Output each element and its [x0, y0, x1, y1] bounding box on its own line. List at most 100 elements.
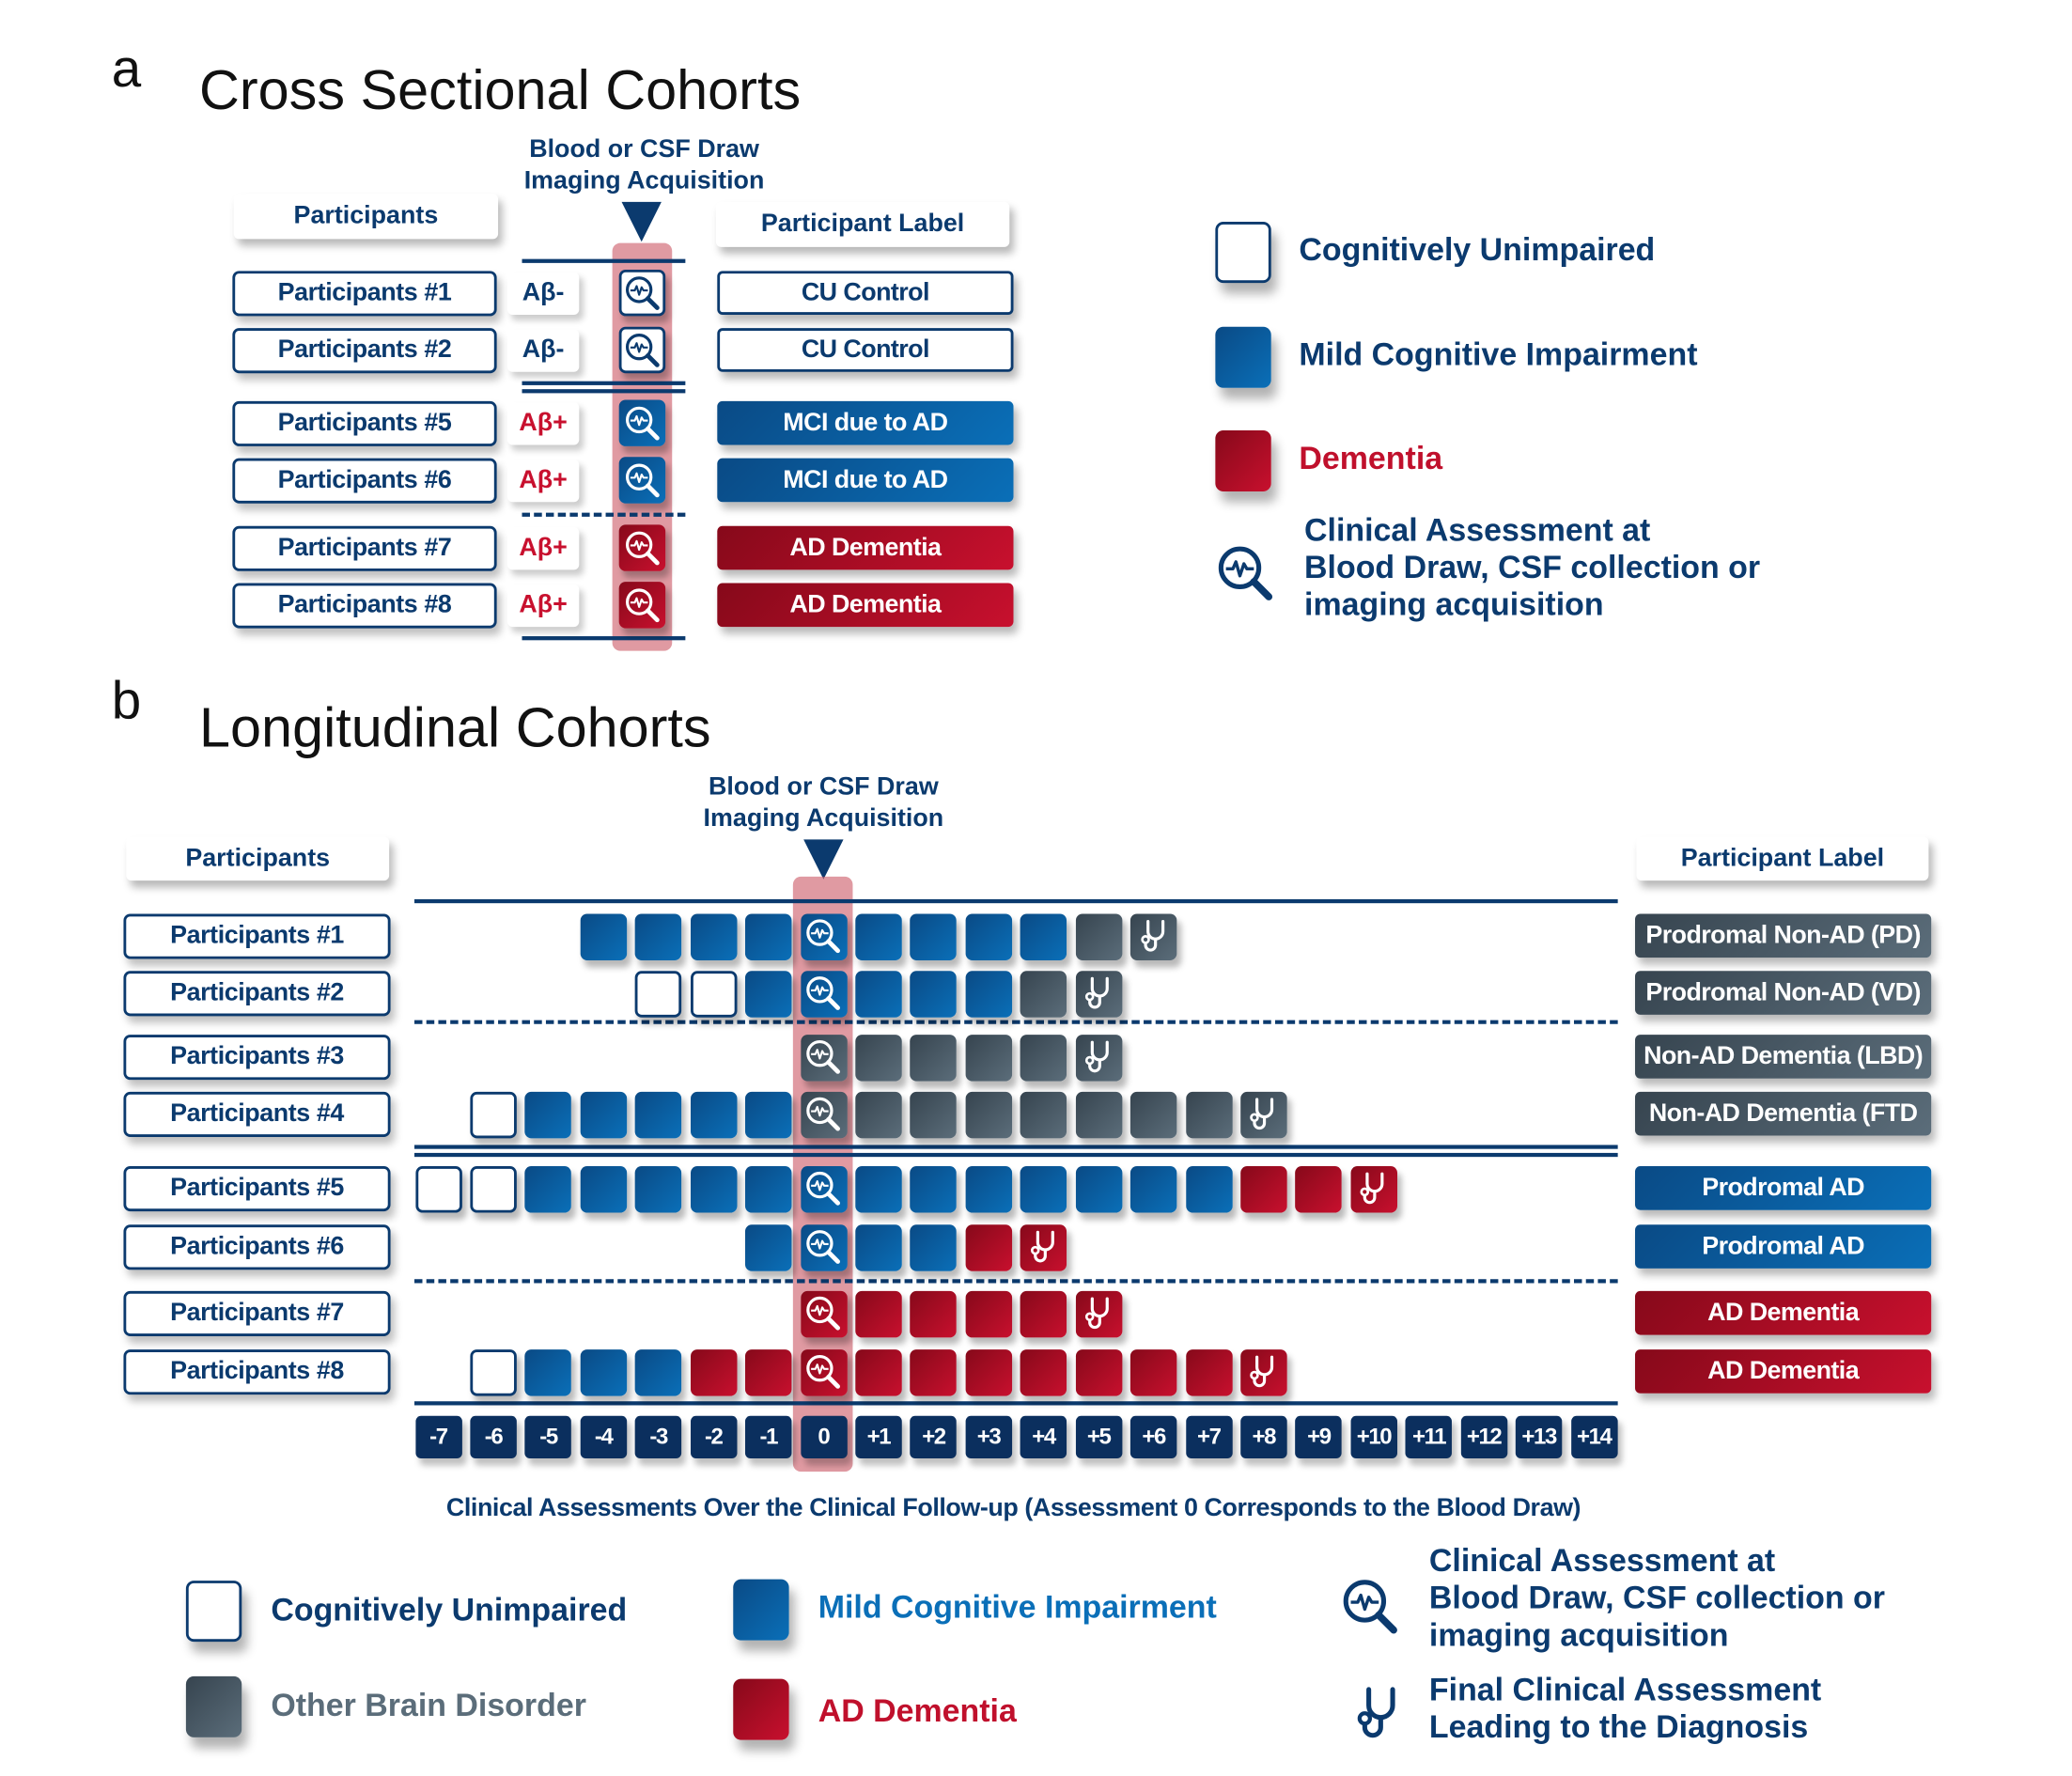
legend-line: imaging acquisition — [1428, 1617, 1729, 1654]
assessment-cell — [1075, 912, 1122, 960]
assessment-cell-baseline — [800, 1034, 848, 1081]
participant-label: CU Control — [717, 328, 1014, 372]
assessment-cell — [618, 524, 666, 571]
assessment-cell-baseline — [800, 912, 848, 960]
event-label-line-1: Blood or CSF Draw — [529, 135, 759, 164]
stethoscope-icon — [1354, 1169, 1394, 1208]
assessment-cell-final — [1240, 1348, 1287, 1395]
participant-label: MCI due to AD — [717, 458, 1014, 503]
assessment-cell — [524, 1165, 572, 1212]
participant-label: CU Control — [717, 271, 1014, 315]
assessment-cell — [690, 1165, 737, 1212]
magnifier-pulse-icon — [622, 460, 662, 500]
timepoint-tick: +11 — [1405, 1415, 1453, 1459]
magnifier-pulse-icon — [803, 1294, 843, 1333]
assessment-cell — [1295, 1165, 1343, 1212]
legend-swatch — [1215, 326, 1271, 388]
timepoint-tick: +2 — [910, 1415, 958, 1459]
amyloid-status: Aβ- — [506, 272, 580, 315]
timepoint-tick: +5 — [1075, 1415, 1122, 1459]
assessment-cell — [634, 970, 682, 1018]
participant-label: Non-AD Dementia (FTD — [1635, 1091, 1932, 1136]
participant-box: Participants #3 — [123, 1035, 391, 1081]
participant-label: Prodromal AD — [1635, 1166, 1932, 1210]
magnifier-pulse-icon — [622, 528, 662, 568]
magnifier-pulse-icon — [1339, 1575, 1403, 1639]
timepoint-tick: +4 — [1020, 1415, 1067, 1459]
assessment-cell — [634, 1165, 682, 1212]
legend-swatch — [733, 1678, 789, 1740]
assessment-cell-final — [1075, 1290, 1122, 1337]
legend-line: Blood Draw, CSF collection or — [1428, 1581, 1885, 1617]
assessment-cell-baseline — [800, 1223, 848, 1271]
assessment-cell — [1020, 970, 1067, 1018]
magnifier-pulse-icon — [803, 1352, 843, 1392]
assessment-cell — [1240, 1165, 1287, 1212]
timepoint-tick: +10 — [1350, 1415, 1397, 1459]
participant-label-header: Participant Label — [1636, 836, 1929, 881]
participant-box: Participants #8 — [123, 1349, 391, 1395]
magnifier-pulse-icon — [622, 403, 662, 443]
assessment-cell — [524, 1091, 572, 1138]
timepoint-tick: +3 — [965, 1415, 1012, 1459]
assessment-cell — [745, 912, 792, 960]
magnifier-pulse-icon — [803, 1227, 843, 1267]
magnifier-pulse-icon — [622, 330, 662, 369]
legend-line: Blood Draw, CSF collection or — [1304, 550, 1761, 586]
timepoint-tick: 0 — [800, 1415, 848, 1459]
divider — [414, 1401, 1618, 1406]
assessment-cell — [910, 912, 958, 960]
timepoint-tick: +1 — [855, 1415, 902, 1459]
legend-swatch — [185, 1675, 242, 1737]
assessment-cell — [855, 1091, 902, 1138]
assessment-cell-final — [1075, 1034, 1122, 1081]
assessment-cell-final — [1075, 970, 1122, 1018]
panel-a-event-label: Blood or CSF Draw Imaging Acquisition — [511, 134, 777, 198]
assessment-cell — [910, 1348, 958, 1395]
magnifier-pulse-icon — [803, 1095, 843, 1134]
divider — [414, 898, 1618, 904]
legend-line: imaging acquisition — [1304, 586, 1604, 623]
participant-box: Participants #7 — [123, 1290, 391, 1336]
timepoint-tick: -6 — [470, 1415, 517, 1459]
assessment-cell — [910, 1091, 958, 1138]
assessment-cell — [690, 1091, 737, 1138]
magnifier-pulse-icon — [1214, 542, 1278, 606]
magnifier-pulse-icon — [803, 916, 843, 956]
assessment-cell — [965, 912, 1012, 960]
event-marker-arrow — [803, 839, 844, 880]
participants-header: Participants — [233, 194, 499, 240]
event-label-line-2: Imaging Acquisition — [703, 804, 944, 833]
assessment-cell — [690, 1348, 737, 1395]
assessment-cell — [1185, 1165, 1233, 1212]
assessment-cell — [910, 1223, 958, 1271]
divider — [522, 258, 686, 263]
assessment-cell — [580, 1348, 627, 1395]
assessment-cell — [1129, 1348, 1177, 1395]
stethoscope-icon — [1244, 1352, 1284, 1392]
assessment-cell — [634, 912, 682, 960]
participant-label: AD Dementia — [717, 525, 1014, 570]
magnifier-pulse-icon — [803, 1169, 843, 1208]
assessment-cell — [524, 1348, 572, 1395]
assessment-cell — [690, 970, 737, 1018]
assessment-cell — [1185, 1348, 1233, 1395]
legend-swatch — [1215, 222, 1271, 284]
timepoint-tick: +7 — [1185, 1415, 1233, 1459]
legend-swatch — [1215, 429, 1271, 491]
assessment-cell-final — [1350, 1165, 1397, 1212]
legend-label: AD Dementia — [818, 1693, 1017, 1730]
assessment-cell — [855, 1034, 902, 1081]
divider — [522, 389, 686, 394]
stethoscope-icon — [1079, 1294, 1118, 1333]
assessment-cell — [1075, 1165, 1122, 1212]
participant-box: Participants #6 — [232, 458, 497, 504]
participant-box: Participants #4 — [123, 1091, 391, 1137]
stethoscope-icon — [1134, 916, 1174, 956]
participant-label: Non-AD Dementia (LBD) — [1635, 1035, 1932, 1079]
participant-label: Prodromal AD — [1635, 1224, 1932, 1269]
panel-b-letter: b — [111, 672, 142, 731]
assessment-cell — [965, 970, 1012, 1018]
